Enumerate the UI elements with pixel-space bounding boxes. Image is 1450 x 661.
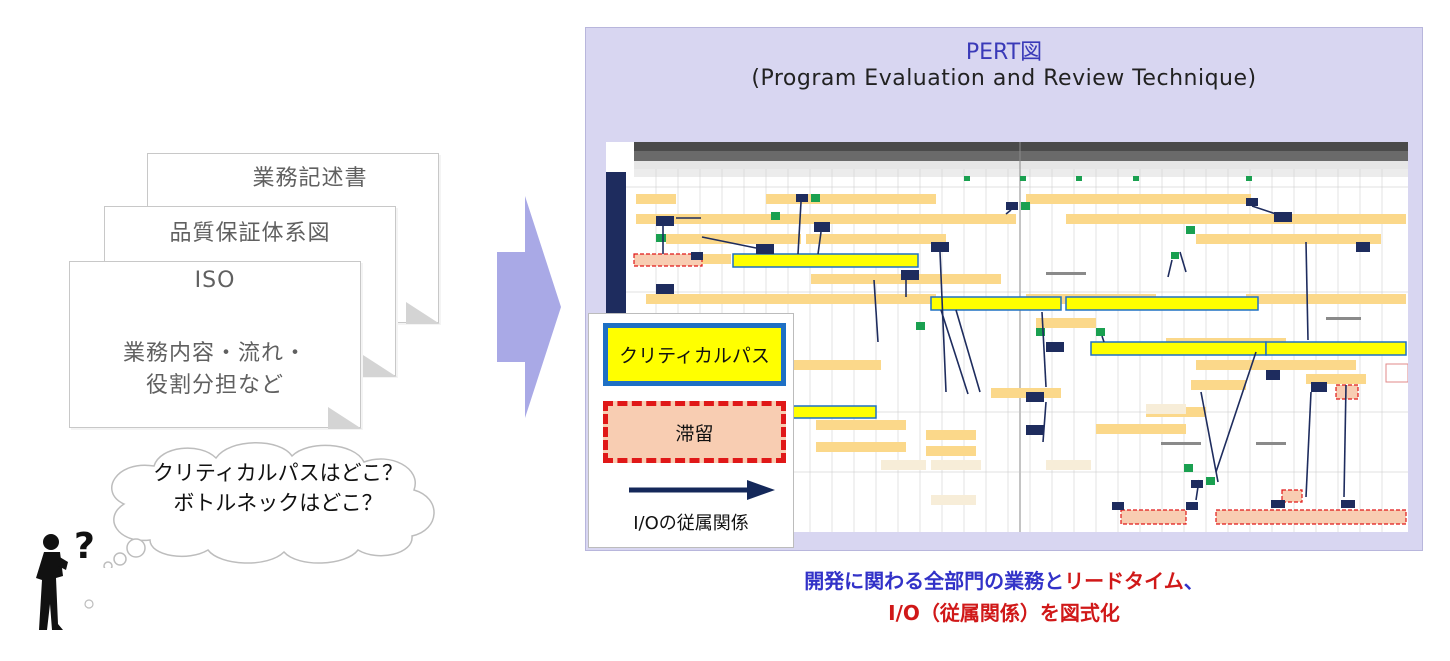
pert-title: PERT図 bbox=[965, 40, 1043, 65]
page-fold-icon bbox=[406, 302, 440, 324]
caption-text: 開発に関わる全部門の業務と bbox=[804, 569, 1065, 593]
question-mark-text: ? bbox=[74, 526, 95, 567]
document-iso: ISO 業務内容・流れ・ 役割分担など bbox=[69, 261, 362, 429]
legend-stagnation: 滞留 bbox=[603, 401, 786, 463]
thought-bubble bbox=[103, 442, 435, 568]
caption-line-1: 開発に関わる全部門の業務とリードタイム、 bbox=[585, 565, 1423, 594]
thought-bubble-text: クリティカルパスはどこ？ ボトルネックはどこ？ bbox=[128, 458, 428, 518]
caption-lead-time: リードタイム bbox=[1064, 569, 1184, 593]
caption-line-2: I/O（従属関係）を図式化 bbox=[585, 597, 1423, 626]
document-body: 業務内容・流れ・ 役割分担など bbox=[70, 338, 360, 402]
thought-line: ボトルネックはどこ？ bbox=[173, 491, 383, 515]
legend-critical-path: クリティカルパス bbox=[603, 323, 786, 386]
caption-text: 、 bbox=[1183, 569, 1204, 593]
page-fold-icon bbox=[363, 355, 397, 377]
document-title: 業務記述書 bbox=[252, 166, 368, 191]
caption-text: を図式化 bbox=[1039, 601, 1120, 625]
document-title: 品質保証体系図 bbox=[169, 221, 331, 246]
page-fold-icon bbox=[328, 407, 362, 429]
legend-critical-path-label: クリティカルパス bbox=[619, 345, 770, 367]
legend-io-dependency-label: I/Oの従属関係 bbox=[633, 513, 749, 534]
document-body-line: 業務内容・流れ・ bbox=[122, 341, 307, 366]
pert-subtitle: (Program Evaluation and Review Technique… bbox=[751, 66, 1257, 91]
thought-line: クリティカルパスはどこ？ bbox=[152, 461, 404, 485]
caption-io-dependency: I/O（従属関係） bbox=[888, 601, 1040, 625]
document-body-line: 役割分担など bbox=[145, 373, 284, 398]
dependency-arrow-icon bbox=[629, 480, 775, 500]
document-title: ISO bbox=[194, 268, 236, 293]
legend-stagnation-label: 滞留 bbox=[675, 422, 714, 445]
flow-arrow-icon bbox=[497, 196, 561, 418]
thinking-person-icon: ? bbox=[36, 526, 95, 630]
